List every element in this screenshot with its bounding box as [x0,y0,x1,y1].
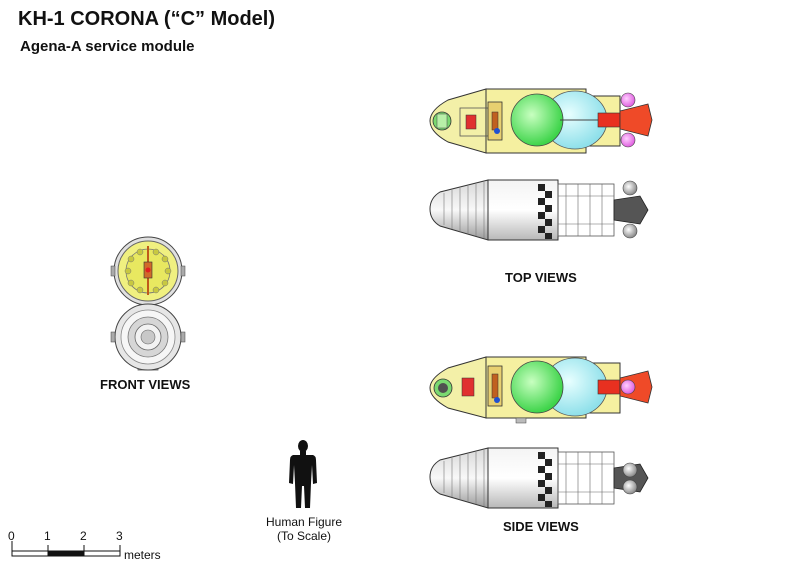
scale-tick-3: 3 [116,529,123,543]
scale-tick-2: 2 [80,529,87,543]
side-views-label: SIDE VIEWS [503,519,579,534]
top-view-exterior [429,179,649,241]
human-figure-caption-line1: Human Figure [265,515,343,529]
scale-bar [11,541,121,557]
human-figure-caption-line2: (To Scale) [276,529,332,543]
top-views-label: TOP VIEWS [505,270,577,285]
side-view-exterior [429,447,649,509]
human-figure-caption: Human Figure (To Scale) [256,515,352,543]
front-view-cutaway [110,236,186,306]
front-view-exterior [110,303,186,371]
diagram-subtitle: Agena-A service module [20,38,195,55]
scale-unit-label: meters [124,548,161,562]
diagram-title: KH-1 CORONA (“C” Model) [18,8,276,30]
human-figure-silhouette [289,440,317,508]
scale-tick-1: 1 [44,529,51,543]
top-view-cutaway [429,88,653,154]
scale-tick-0: 0 [8,529,15,543]
side-view-cutaway [429,356,653,424]
front-views-label: FRONT VIEWS [100,377,191,392]
